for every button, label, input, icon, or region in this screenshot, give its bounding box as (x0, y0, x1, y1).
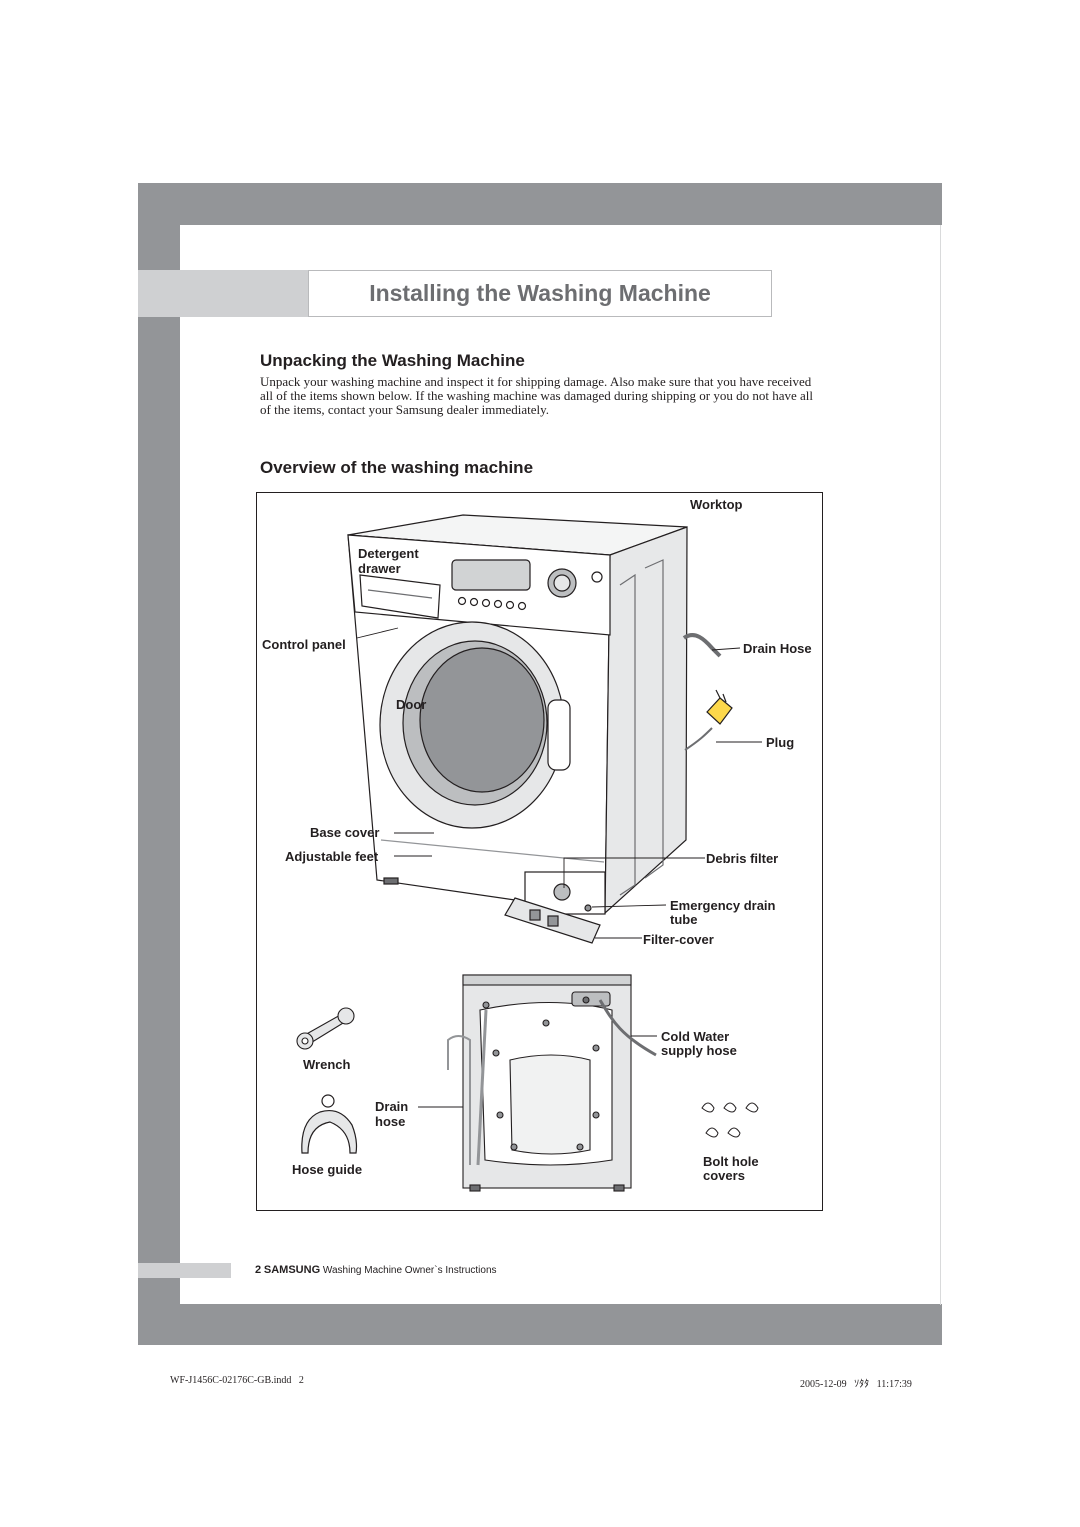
bolt-hole-covers-icon (701, 1102, 759, 1138)
footer-tab (138, 1263, 231, 1278)
label-drain-hose-back-2: hose (375, 1114, 406, 1129)
label-detergent-drawer-1: Detergent (358, 546, 419, 561)
title-tab (138, 270, 308, 317)
label-drain-hose: Drain Hose (743, 641, 812, 656)
footer-brand: SAMSUNG (263, 1264, 321, 1276)
label-bolt-hole-1: Bolt hole (703, 1154, 759, 1169)
label-control-panel: Control panel (262, 637, 346, 652)
label-hose-guide: Hose guide (292, 1162, 363, 1177)
label-plug: Plug (766, 735, 795, 750)
label-emergency-drain-1: Emergency drain (670, 898, 776, 913)
hose-guide-icon (301, 1094, 358, 1154)
frame-right-line (940, 225, 941, 1305)
overview-heading: Overview of the washing machine (260, 458, 534, 477)
page-footer: 2 SAMSUNG Washing Machine Owner`s Instru… (255, 1264, 497, 1276)
label-emergency-drain-2: tube (670, 912, 698, 927)
unpacking-body: Unpack your washing machine and inspect … (260, 374, 813, 417)
slug-timestamp: 2005-12-09 ｿﾀﾀ 11:17:39 (800, 1379, 912, 1390)
diagram-frame (256, 492, 823, 1211)
label-adjustable-feet: Adjustable feet (285, 849, 379, 864)
footer-doc-title: Washing Machine Owner`s Instructions (322, 1265, 497, 1276)
label-cold-water-2: supply hose (661, 1043, 737, 1058)
label-detergent-drawer-2: drawer (358, 561, 401, 576)
frame-left-bar (138, 183, 180, 1345)
drain-hose-and-plug (682, 633, 733, 751)
frame-bottom-bar (138, 1304, 942, 1345)
machine-front-view (347, 514, 688, 944)
label-debris-filter: Debris filter (706, 851, 779, 866)
label-base-cover: Base cover (310, 825, 380, 840)
label-door: Door (396, 697, 427, 712)
label-cold-water-1: Cold Water (661, 1029, 730, 1044)
frame-top-bar (138, 183, 942, 225)
title-box (308, 270, 772, 317)
page-number: 2 (255, 1264, 262, 1276)
machine-back-view (447, 974, 657, 1192)
slug-filename: WF-J1456C-02176C-GB.indd 2 (170, 1375, 304, 1386)
unpacking-heading: Unpacking the Washing Machine (260, 351, 525, 370)
label-wrench: Wrench (303, 1057, 351, 1072)
label-bolt-hole-2: covers (703, 1168, 745, 1183)
page-title: Installing the Washing Machine (369, 280, 711, 306)
label-drain-hose-back-1: Drain (375, 1099, 409, 1114)
wrench-icon (296, 1007, 355, 1050)
label-worktop: Worktop (690, 497, 743, 512)
leader-lines (356, 627, 762, 1108)
label-filter-cover: Filter-cover (643, 932, 714, 947)
